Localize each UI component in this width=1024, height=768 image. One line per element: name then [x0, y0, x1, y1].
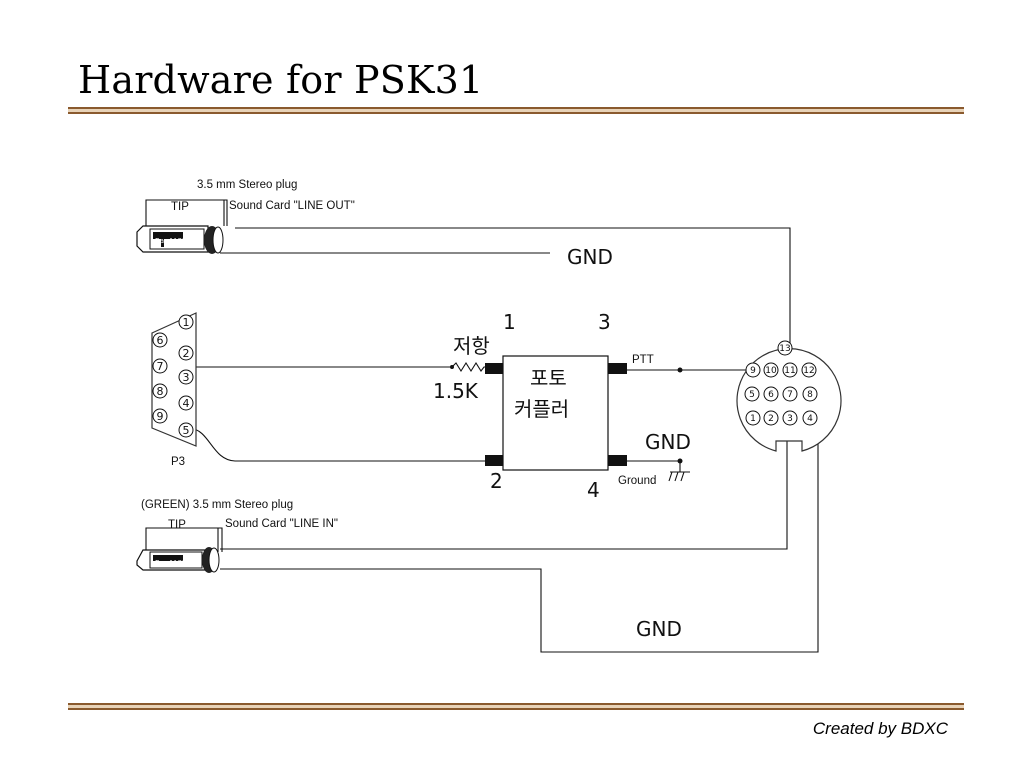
din-pin-3: 3 — [787, 414, 793, 424]
db9-pin-8: 8 — [157, 385, 164, 398]
din-pin-13: 13 — [779, 344, 790, 354]
resistor-symbol — [451, 361, 487, 373]
bottom-stereo-plug — [136, 547, 220, 573]
top-plug-soundcard: Sound Card "LINE OUT" — [229, 200, 355, 212]
opto-name-line2: 커플러 — [514, 397, 569, 421]
db9-pin5-wire — [189, 427, 485, 462]
din-pin-10: 10 — [765, 366, 777, 376]
db9-pin-7: 7 — [157, 360, 164, 373]
slide-title: Hardware for PSK31 — [78, 58, 484, 102]
gnd-node — [677, 458, 683, 464]
gnd-top-label: GND — [567, 245, 613, 269]
din-pin-2: 2 — [768, 414, 774, 424]
line-in-gnd-wire — [220, 420, 819, 653]
din-pin-11: 11 — [784, 366, 795, 376]
db9-pin-4: 4 — [183, 397, 190, 410]
din-pin-8: 8 — [807, 390, 813, 400]
footer-credit: Created by BDXC — [812, 719, 948, 738]
din-pin-12: 12 — [803, 366, 814, 376]
bottom-plug-label: (GREEN) 3.5 mm Stereo plug — [141, 499, 293, 511]
ptt-node — [677, 367, 683, 373]
footer-rule — [68, 703, 964, 710]
din13-connector: 13 9 10 11 12 5 6 7 8 1 2 3 4 — [736, 340, 842, 452]
bottom-plug-tip: TIP — [168, 519, 186, 531]
line-in-tip-wire — [220, 420, 788, 550]
opto-pin-3: 3 — [598, 310, 611, 334]
db9-pin-6: 6 — [157, 334, 164, 347]
din-pin-4: 4 — [807, 414, 813, 424]
db9-name: P3 — [171, 456, 185, 468]
gnd-opto-label: GND — [645, 430, 691, 454]
opto-pin-2: 2 — [490, 469, 503, 493]
din-pin-9: 9 — [750, 366, 756, 376]
din-pin-5: 5 — [749, 390, 755, 400]
line-out-tip-wire — [235, 227, 791, 345]
db9-connector: 1 2 3 4 5 6 7 8 9 — [151, 312, 197, 447]
top-plug-label: 3.5 mm Stereo plug — [197, 179, 297, 191]
bottom-plug-body-text: Bax4A83 — [155, 559, 186, 567]
title-underline — [68, 107, 964, 114]
ptt-label: PTT — [632, 354, 654, 366]
din-pin-1: 1 — [750, 414, 756, 424]
opto-name-line1: 포토 — [530, 366, 567, 390]
db9-pin-1: 1 — [183, 316, 190, 329]
resistor-value: 1.5K — [433, 379, 479, 403]
din-pin-7: 7 — [787, 390, 793, 400]
opto-pin-1: 1 — [503, 310, 516, 334]
top-plug-tip: TIP — [171, 201, 189, 213]
top-plug-body-text: Bax4A83 — [155, 237, 186, 245]
optocoupler — [485, 355, 627, 471]
opto-pin-4: 4 — [587, 478, 600, 502]
din-pin-6: 6 — [768, 390, 774, 400]
db9-pin-5: 5 — [183, 424, 190, 437]
bottom-plug-soundcard: Sound Card "LINE IN" — [225, 518, 338, 530]
gnd-bottom-label: GND — [636, 617, 682, 641]
db9-pin-9: 9 — [157, 410, 164, 423]
db9-pin-2: 2 — [183, 347, 190, 360]
top-stereo-plug — [136, 225, 224, 254]
resistor-label: 저항 — [453, 334, 490, 358]
ground-label: Ground — [618, 475, 656, 487]
db9-pin-3: 3 — [183, 371, 190, 384]
